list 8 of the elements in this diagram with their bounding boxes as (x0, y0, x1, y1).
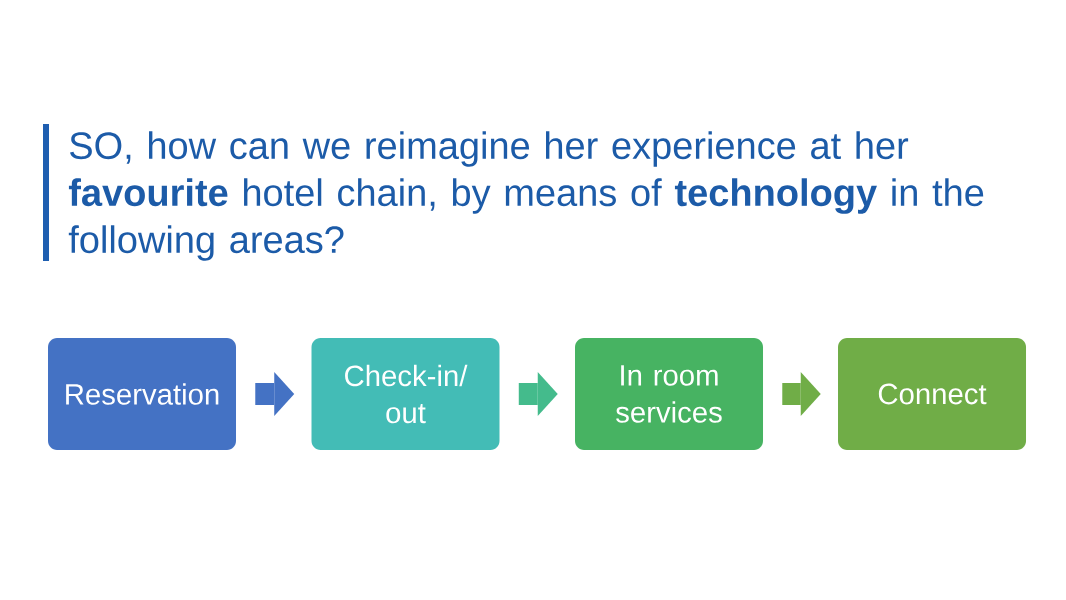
heading: SO, how can we reimagine her experience at her favourite hotel chain, by means of technology in the following areas? (68, 131, 984, 261)
process-box: Reservation (48, 338, 236, 450)
block-arrow (255, 372, 295, 416)
block-arrow (518, 372, 558, 416)
process-box: In room services (575, 338, 763, 450)
process-box: Check-in/ out (311, 338, 500, 450)
process-box: Connect (838, 338, 1026, 450)
block-arrow (782, 372, 821, 416)
